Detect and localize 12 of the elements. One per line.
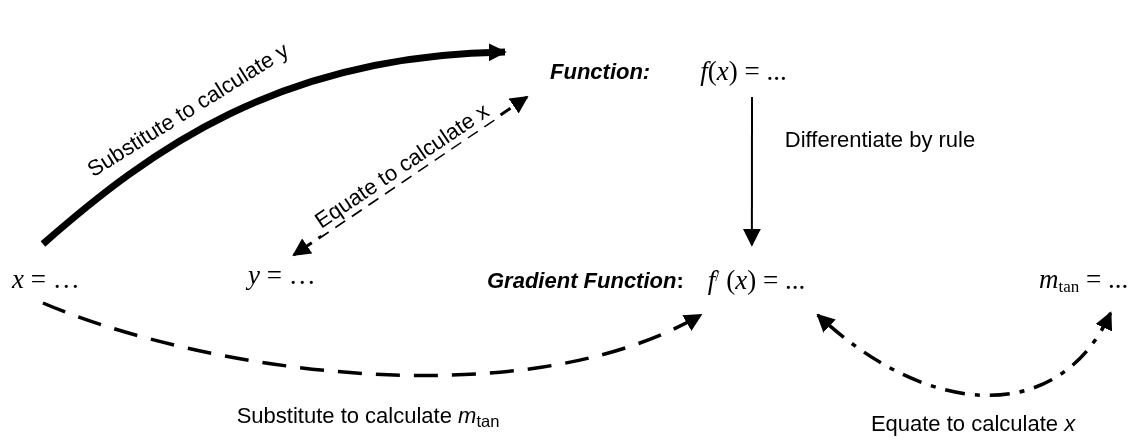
arrow: [40, 43, 507, 247]
math-expression: f(x) = ...: [700, 54, 787, 88]
math-expression: m$_{tan}$ = ...: [1039, 262, 1129, 298]
arrow: [292, 95, 529, 257]
function-heading: Gradient Function:: [487, 266, 684, 295]
arrow: [742, 96, 761, 247]
math-expression: x = …: [12, 262, 80, 296]
function-heading: Function:: [550, 57, 651, 86]
arrow: [816, 311, 1113, 398]
math-expression: f$^{/}$ (x) = ...: [707, 263, 806, 297]
arrow: [42, 301, 703, 378]
math-expression: y = …: [248, 258, 316, 292]
